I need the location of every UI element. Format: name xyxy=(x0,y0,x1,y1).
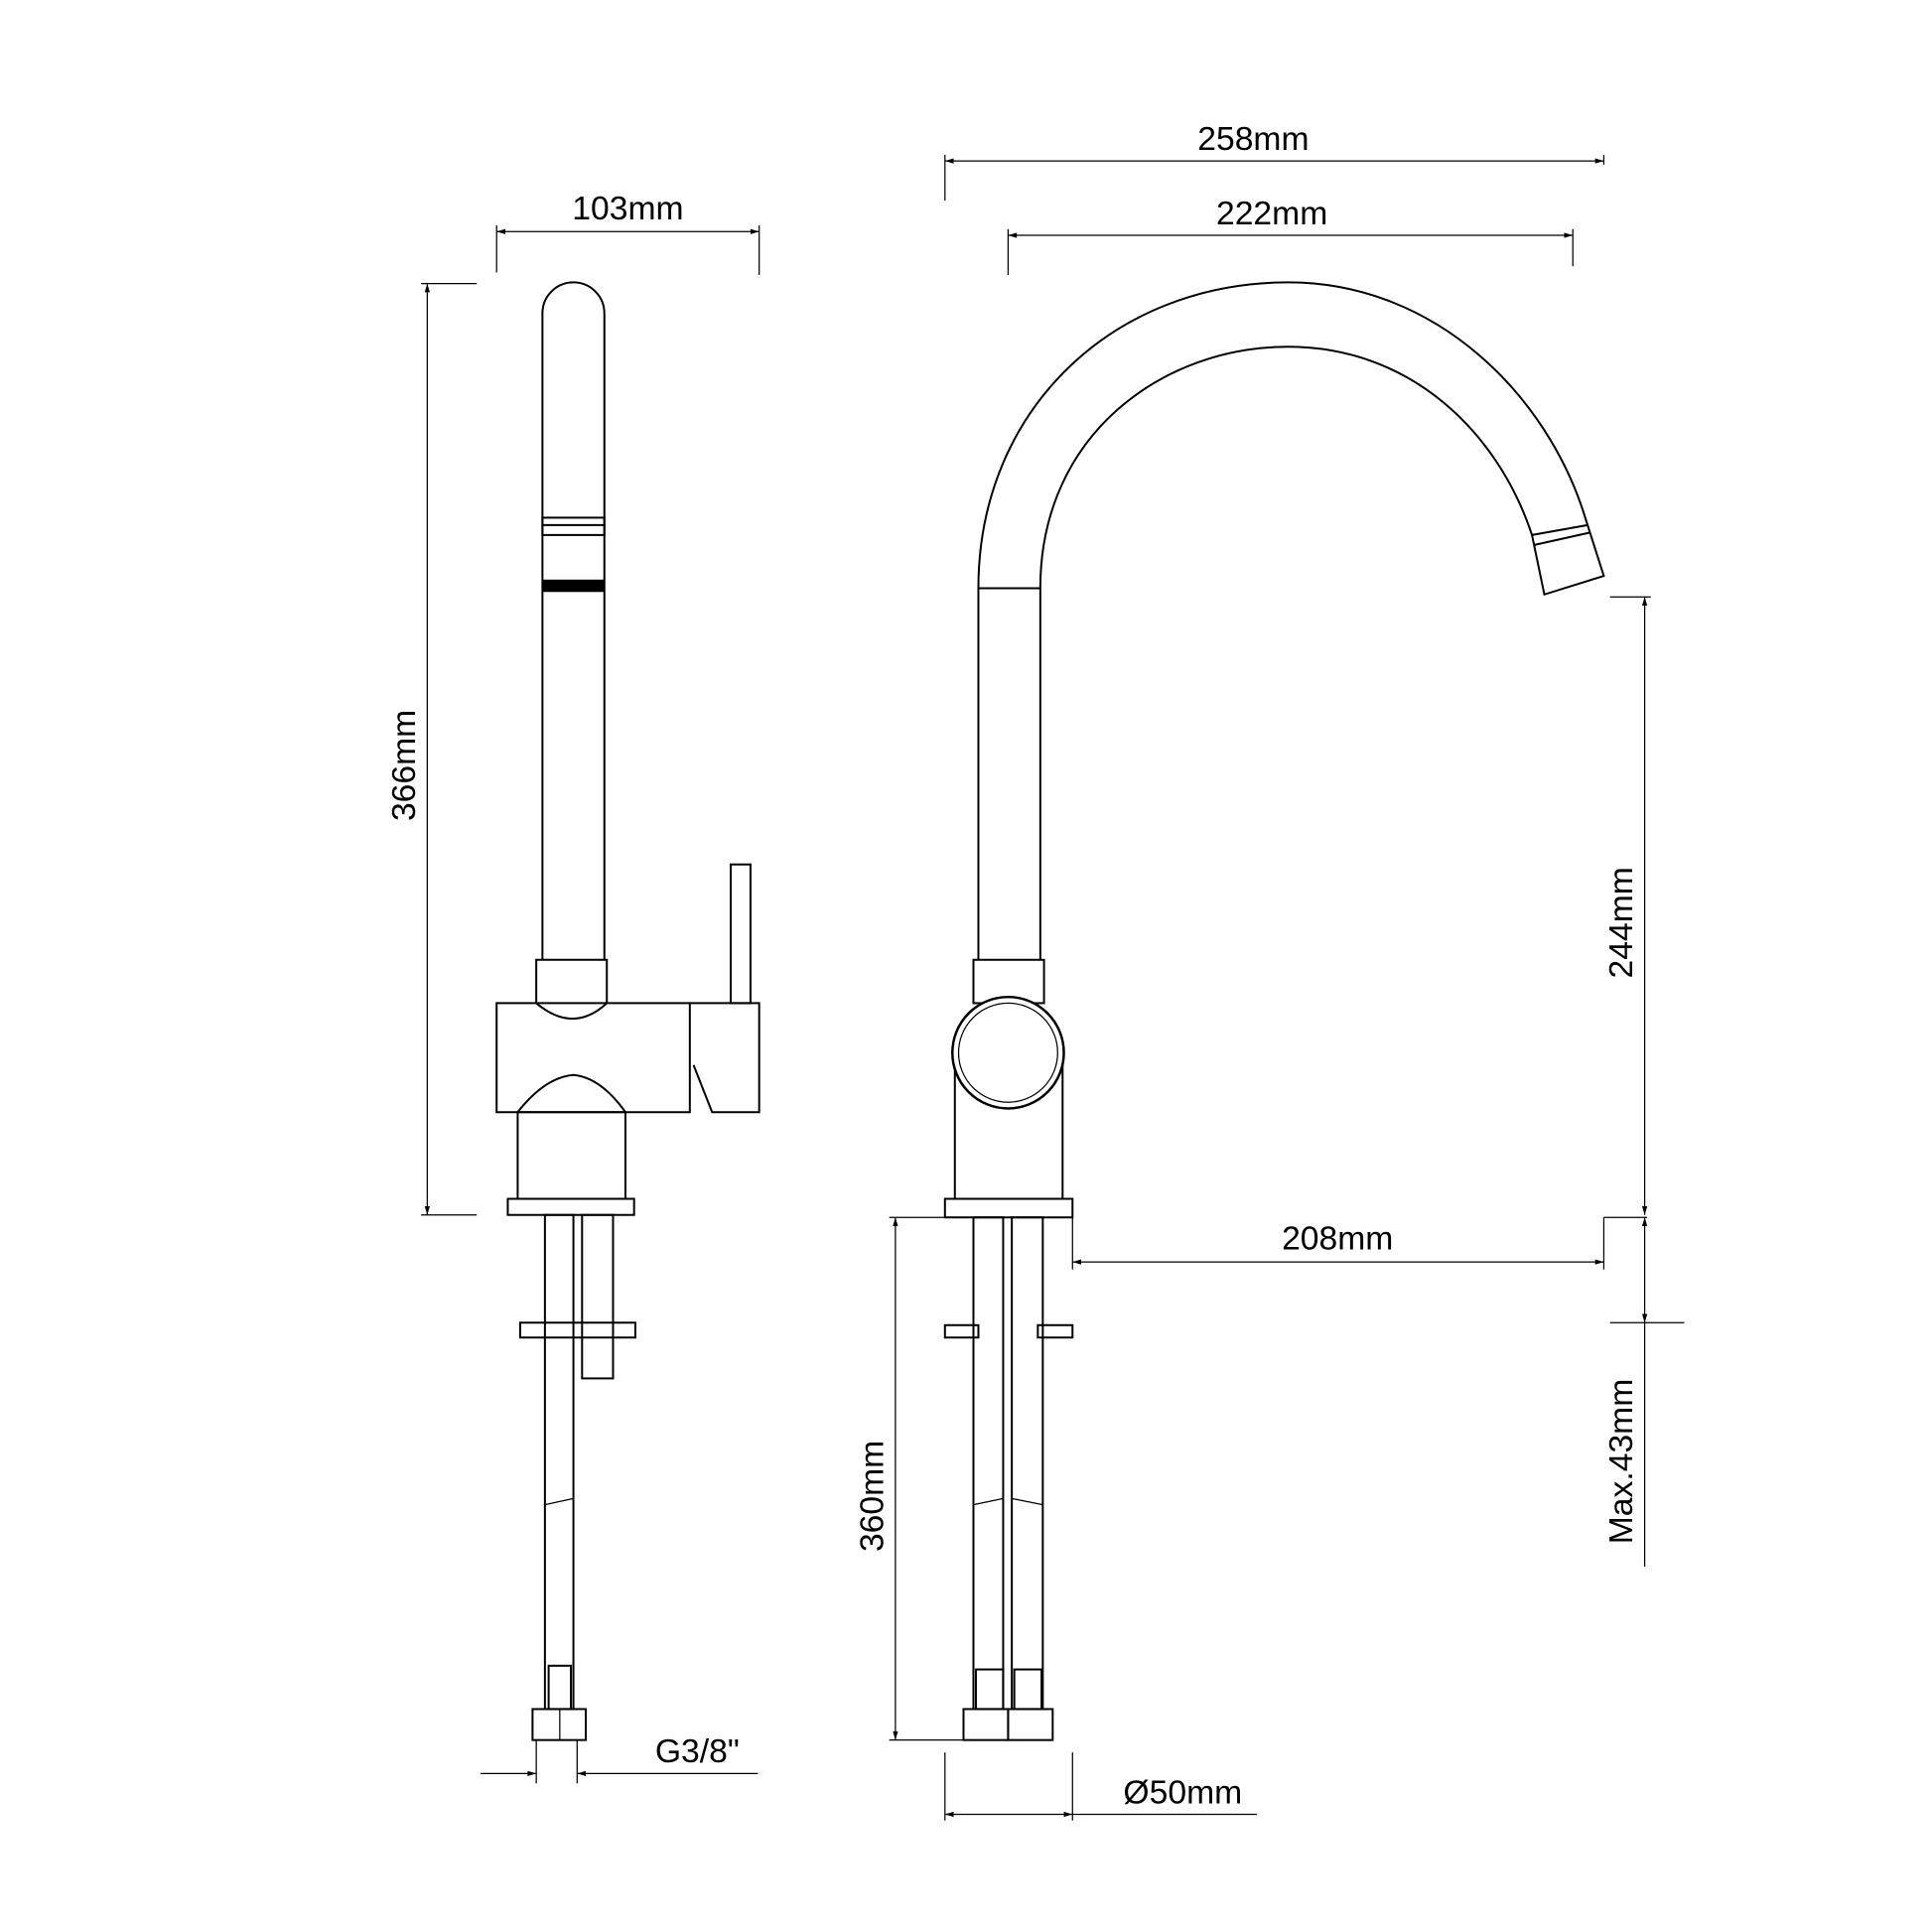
front-view: 258mm 222mm xyxy=(854,121,1685,1821)
dimension-max-43mm: Max.43mm xyxy=(1603,1217,1685,1568)
reach-label: 208mm xyxy=(1282,1221,1393,1258)
dimension-258mm: 258mm xyxy=(944,121,1605,202)
thread-label: G3/8" xyxy=(655,1733,740,1770)
max-thickness-label: Max.43mm xyxy=(1603,1379,1640,1545)
dimension-50mm: Ø50mm xyxy=(944,1752,1258,1821)
spout-width-label: 222mm xyxy=(1216,196,1327,232)
overall-width-label: 258mm xyxy=(1197,121,1309,158)
dimension-208mm: 208mm xyxy=(1071,1216,1648,1270)
dimension-g3-8: G3/8" xyxy=(481,1733,759,1784)
dimension-222mm: 222mm xyxy=(1007,196,1574,275)
side-faucet-outline xyxy=(495,281,760,1741)
front-faucet-outline xyxy=(943,281,1605,1741)
dimension-103mm: 103mm xyxy=(495,191,760,275)
width-label: 103mm xyxy=(572,191,683,227)
dimension-366mm: 366mm xyxy=(386,283,478,1216)
side-view: 103mm 366mm xyxy=(386,191,760,1784)
dimension-244mm: 244mm xyxy=(1603,596,1651,1215)
spout-height-label: 244mm xyxy=(1603,867,1640,978)
height-label: 366mm xyxy=(386,710,423,821)
base-diameter-label: Ø50mm xyxy=(1123,1774,1242,1811)
dimension-360mm: 360mm xyxy=(854,1216,979,1741)
hose-length-label: 360mm xyxy=(854,1441,891,1552)
